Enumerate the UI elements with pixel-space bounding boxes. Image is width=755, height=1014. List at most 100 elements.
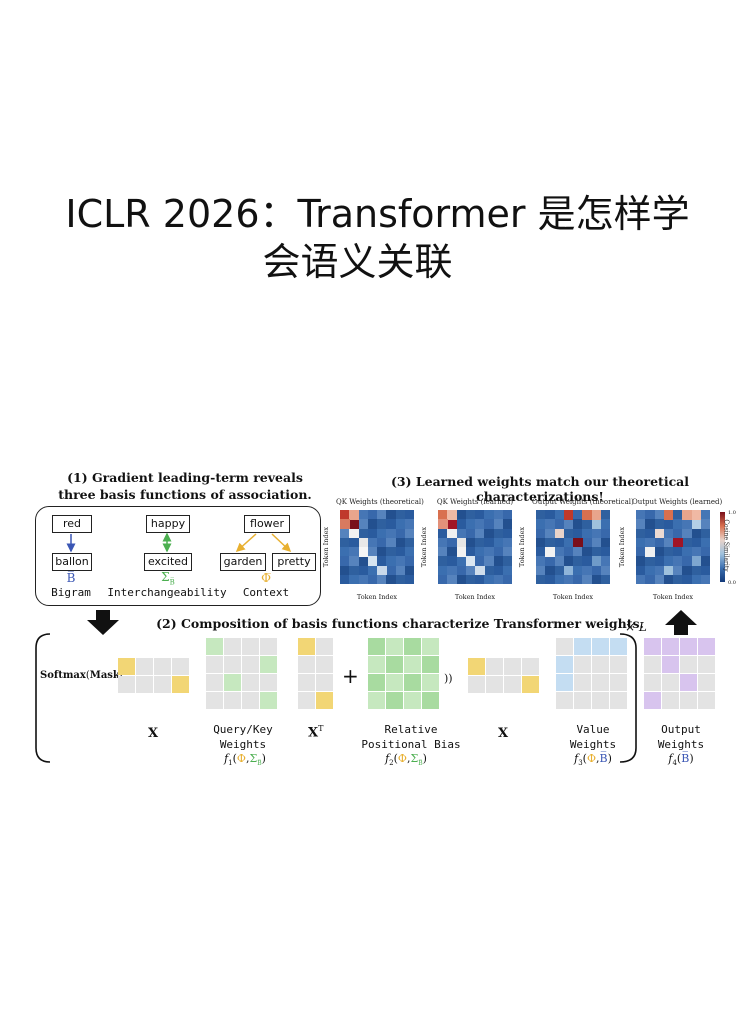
qk-label: Query/Key Weights: [213, 723, 273, 751]
matrix-cell: [556, 638, 573, 655]
matrix-cell: [316, 638, 333, 655]
heatmap-cell: [691, 528, 702, 539]
heatmap-cell: [636, 537, 646, 548]
matrix-cell: [680, 692, 697, 709]
heatmap-cell: [573, 547, 583, 557]
heatmap-cell-highlight: [554, 528, 565, 539]
heatmap-y-axis-label: Token Index: [420, 526, 429, 568]
heatmap-cell: [349, 547, 359, 557]
matrix-cell: [260, 674, 277, 691]
heatmap-cell-highlight: [591, 556, 602, 566]
heatmap-cell: [682, 537, 692, 548]
heatmap-cell: [377, 537, 387, 548]
matrix-cell: [224, 674, 241, 691]
heatmap-cell: [554, 574, 565, 585]
heatmap-cell: [340, 528, 350, 539]
matrix-cell: [698, 674, 715, 691]
matrix-cell: [260, 656, 277, 673]
matrix-cell: [368, 638, 385, 655]
heatmap-cell: [447, 565, 457, 576]
matrix-cell: [368, 692, 385, 709]
close-parens: )): [444, 672, 453, 685]
colorbar-min: 0.0: [728, 580, 736, 586]
heatmap-cell: [358, 528, 369, 539]
output-formula: f4(B̅): [668, 752, 694, 768]
context-label: Context: [242, 586, 290, 599]
interchange-label: Interchangeability: [107, 586, 227, 599]
heatmap-cell: [484, 537, 494, 548]
heatmap-cell-highlight: [475, 565, 485, 576]
heatmap-cell: [536, 537, 546, 548]
matrix-cell: [698, 692, 715, 709]
heatmap-cell: [563, 547, 574, 557]
matrix-cell: [206, 656, 223, 673]
matrix-cell: [644, 692, 661, 709]
heatmap-cell: [673, 528, 683, 539]
heatmap-cell: [358, 565, 369, 576]
qk-matrix: [206, 638, 278, 710]
heatmap-cell: [700, 519, 711, 529]
heatmap-cell-highlight: [358, 547, 369, 557]
heatmap-cell-highlight: [349, 519, 359, 529]
heatmap-cell: [682, 556, 692, 566]
repeat-label: × L: [625, 620, 647, 634]
heatmap-cell: [682, 574, 692, 585]
heatmap-cell: [475, 547, 485, 557]
matrix-cell: [316, 656, 333, 673]
heatmap-cell: [484, 510, 494, 520]
matrix-cell: [644, 638, 661, 655]
rel-matrix: [368, 638, 440, 710]
heatmap-cell: [673, 556, 683, 566]
heatmap-cell: [438, 528, 448, 539]
figure: (1) Gradient leading-term reveals three …: [0, 460, 755, 780]
heatmap-y-axis-label: Token Index: [518, 526, 527, 568]
heatmap-cell: [563, 574, 574, 585]
matrix-cell: [662, 638, 679, 655]
matrix-cell: [386, 656, 403, 673]
heatmap-cell: [636, 547, 646, 557]
bigram-symbol: B̅: [66, 571, 76, 585]
heatmap-cell: [386, 556, 396, 566]
heatmap-cell: [645, 565, 655, 576]
heatmap-cell: [484, 556, 494, 566]
heatmap-cell: [438, 547, 448, 557]
heatmap-cell: [438, 556, 448, 566]
heatmap-x-axis-label: Token Index: [356, 593, 398, 601]
heatmap-cell: [545, 574, 555, 585]
matrix-cell: [556, 692, 573, 709]
word-box-excited: excited: [144, 553, 192, 571]
x-label-2: X: [498, 726, 509, 741]
heatmap-cell-highlight: [545, 547, 555, 557]
heatmap-cell: [493, 547, 504, 557]
heatmap-cell-highlight: [456, 547, 467, 557]
matrix-cell: [592, 638, 609, 655]
matrix-cell: [404, 638, 421, 655]
matrix-cell: [368, 674, 385, 691]
matrix-cell: [154, 676, 171, 693]
up-arrow-icon: [665, 610, 697, 635]
heatmap-cell: [600, 556, 611, 566]
heatmap-cell: [700, 565, 711, 576]
word-box-red: red: [52, 515, 92, 533]
heatmap-cell: [600, 528, 611, 539]
matrix-cell: [644, 656, 661, 673]
heatmap-cell: [654, 547, 665, 557]
heatmap-cell-highlight: [582, 510, 592, 520]
heatmap-3: [536, 510, 611, 585]
heatmap-cell: [563, 528, 574, 539]
value-label: Value Weights: [569, 723, 617, 751]
heatmap-cell: [367, 547, 378, 557]
heatmap-cell: [636, 528, 646, 539]
colorbar-label: Cosine Similarity: [722, 519, 730, 572]
heatmap-cell: [600, 519, 611, 529]
word-box-pretty: pretty: [272, 553, 316, 571]
matrix-cell: [662, 656, 679, 673]
heatmap-cell: [582, 574, 592, 585]
matrix-cell: [206, 674, 223, 691]
heatmap-cell-highlight: [349, 510, 359, 520]
matrix-cell: [118, 658, 135, 675]
matrix-cell: [574, 674, 591, 691]
heatmap-cell: [386, 537, 396, 548]
heatmap-cell: [636, 556, 646, 566]
heatmap-cell: [456, 574, 467, 585]
